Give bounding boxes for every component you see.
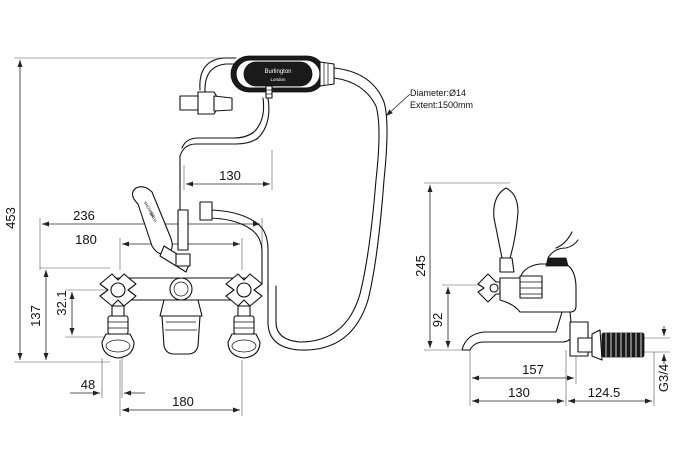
dimension-side-124-5: 124.5 [568,352,655,406]
label-236: 236 [73,208,95,223]
dimension-width-180-top: 180 [75,232,243,270]
label-32-1: 32.1 [54,290,69,315]
thread-ridges [605,333,642,357]
label-137: 137 [28,305,43,327]
dimension-hose-130: 130 [183,150,273,190]
label-180-top: 180 [75,232,97,247]
shower-hose [199,67,388,351]
dimension-offset-48: 48 [70,358,145,398]
label-157: 157 [522,362,544,377]
label-g3-4: G3/4 [656,364,671,392]
label-92: 92 [430,313,445,327]
dimension-side-245: 245 [413,182,510,351]
hose-annotation: Diameter:Ø14 Extent:1500mm [385,88,473,117]
label-124-5: 124.5 [588,385,621,400]
shower-handset: Burlington London [179,55,335,115]
dimension-side-157: 157 [469,340,577,384]
right-cross-handle [225,273,263,359]
front-view: 453 137 32.1 236 180 [3,55,473,416]
dimension-total-height: 453 [3,57,230,363]
dimension-width-180-bottom: 180 [119,360,243,416]
label-453: 453 [3,207,18,229]
side-view: 245 92 157 130 124.5 [413,182,671,406]
handset-city-text: London [270,77,286,82]
dimension-thread: G3/4 [644,326,671,392]
dimension-height-137: 137 [28,267,110,360]
handset-brand-text: Burlington [264,69,291,75]
label-extent: Extent:1500mm [410,100,473,110]
label-side-130: 130 [508,385,530,400]
dimension-side-130: 130 [469,350,567,406]
label-diameter: Diameter:Ø14 [410,88,466,98]
diverter-lever: SHOWER BATH [131,186,191,273]
dimension-height-32-1: 32.1 [54,289,110,338]
left-cross-handle [99,273,137,359]
handset-cradle-arm [177,57,270,251]
label-180-bottom: 180 [172,394,194,409]
label-245: 245 [413,255,428,277]
label-130-hose: 130 [219,168,241,183]
lever-text-bath: BATH [149,212,159,224]
label-48: 48 [81,377,95,392]
side-tap-body [461,187,645,361]
